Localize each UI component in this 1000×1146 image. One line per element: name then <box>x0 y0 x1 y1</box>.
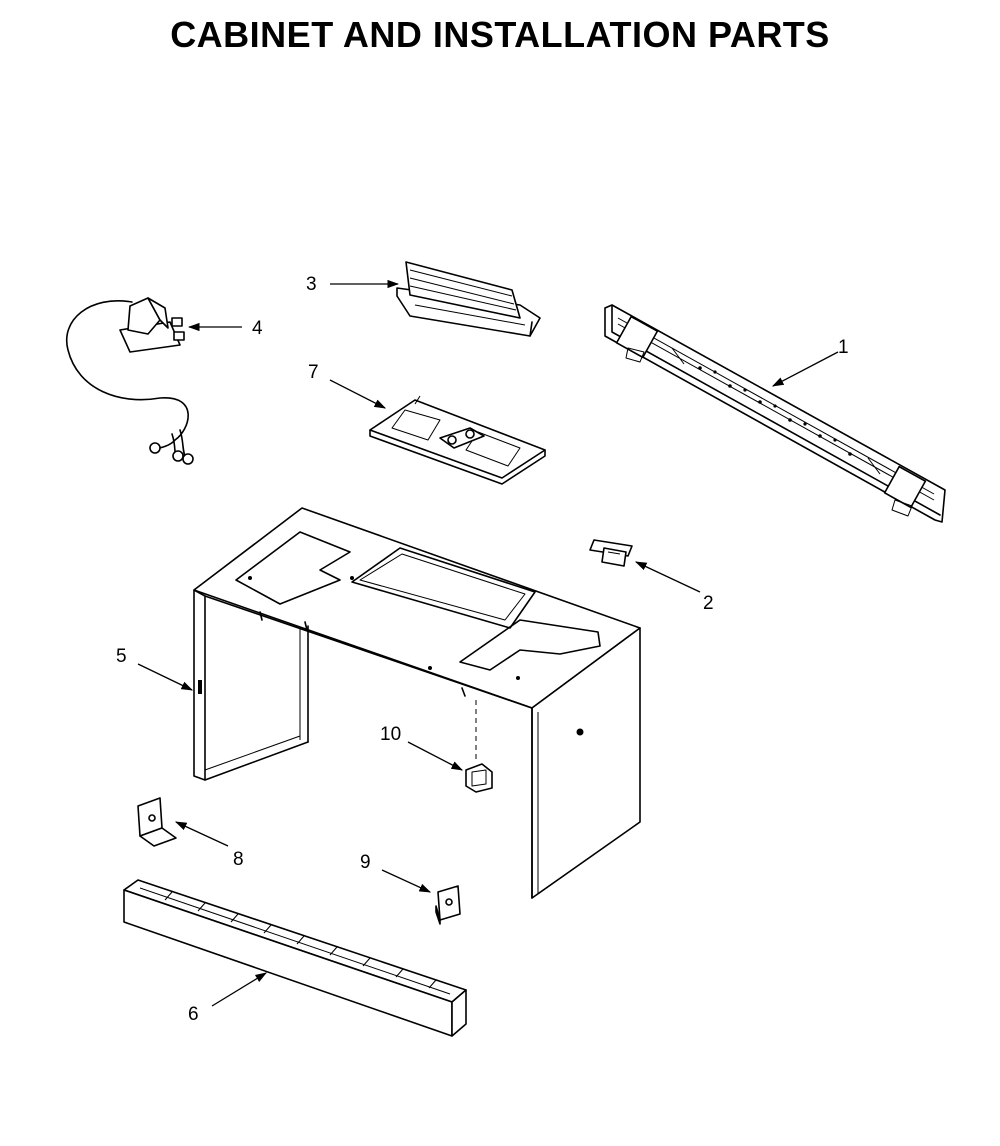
part-1-mounting-rail <box>604 304 946 523</box>
callout-2: 2 <box>703 593 714 614</box>
part-8-bracket <box>137 797 177 847</box>
part-4-power-cord <box>65 297 194 465</box>
part-5-cabinet <box>193 507 641 899</box>
part-6-trim-bar <box>123 879 467 1037</box>
leader-7 <box>329 379 387 409</box>
leader-5 <box>137 663 194 691</box>
part-3-vent <box>396 261 541 337</box>
leader-9 <box>381 869 432 893</box>
leader-10 <box>407 741 464 771</box>
callout-1: 1 <box>838 337 849 358</box>
part-7-plate <box>369 395 546 485</box>
leader-2 <box>634 561 701 593</box>
callout-9: 9 <box>360 852 371 873</box>
callout-labels: 1 2 3 4 5 6 7 8 9 10 <box>116 274 849 1025</box>
part-10-clip <box>465 763 493 793</box>
part-2-clip <box>589 539 633 567</box>
callout-5: 5 <box>116 646 127 667</box>
callout-4: 4 <box>252 318 263 339</box>
callout-10: 10 <box>380 724 401 745</box>
part-9-bracket <box>435 885 461 925</box>
leader-1 <box>771 351 839 387</box>
callout-8: 8 <box>233 849 244 870</box>
leader-lines <box>137 279 839 1007</box>
callout-3: 3 <box>306 274 317 295</box>
callout-7: 7 <box>308 362 319 383</box>
diagram-title: CABINET AND INSTALLATION PARTS <box>170 14 830 55</box>
callout-6: 6 <box>188 1004 199 1025</box>
leader-8 <box>174 821 229 847</box>
leader-6 <box>211 972 267 1007</box>
